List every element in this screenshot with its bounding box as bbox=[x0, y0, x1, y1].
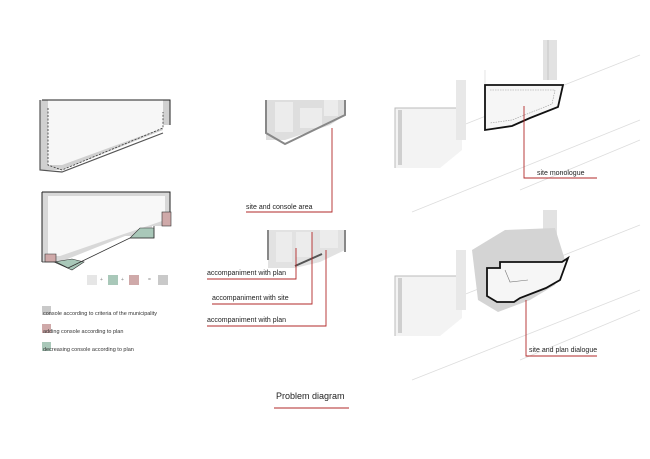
legend-label-municipal: console according to criteria of the mun… bbox=[43, 311, 158, 317]
legend-op-equals: = bbox=[148, 277, 151, 283]
label-accompaniment-plan-2: accompaniment with plan bbox=[207, 317, 286, 324]
site-plan-dialogue-drawing bbox=[394, 210, 641, 381]
middle-leader-lines bbox=[207, 128, 333, 327]
label-site-console-area: site and console area bbox=[246, 204, 313, 211]
legend-op-plus-1: + bbox=[100, 277, 103, 283]
diagram-title: Problem diagram bbox=[276, 391, 345, 401]
legend-op-plus-2: + bbox=[121, 277, 124, 283]
municipal-console-shape bbox=[39, 99, 171, 173]
adjusted-console-shape bbox=[41, 191, 172, 271]
legend-swatch-adding bbox=[42, 324, 51, 333]
accompaniment-piece bbox=[267, 230, 346, 268]
label-accompaniment-plan-1: accompaniment with plan bbox=[207, 270, 286, 277]
legend-operation-row bbox=[87, 275, 168, 285]
site-monologue-drawing bbox=[394, 40, 641, 213]
site-console-piece bbox=[265, 100, 346, 146]
label-site-monologue: site monologue bbox=[537, 170, 585, 177]
legend-label-adding: adding console according to plan bbox=[43, 329, 124, 335]
label-site-plan-dialogue: site and plan dialogue bbox=[529, 347, 598, 354]
legend-swatch-decreasing bbox=[42, 342, 51, 351]
legend-label-decreasing: decreasing console according to plan bbox=[43, 347, 134, 353]
label-accompaniment-site: accompaniment with site bbox=[212, 295, 289, 302]
legend-swatch-municipal bbox=[42, 306, 51, 315]
